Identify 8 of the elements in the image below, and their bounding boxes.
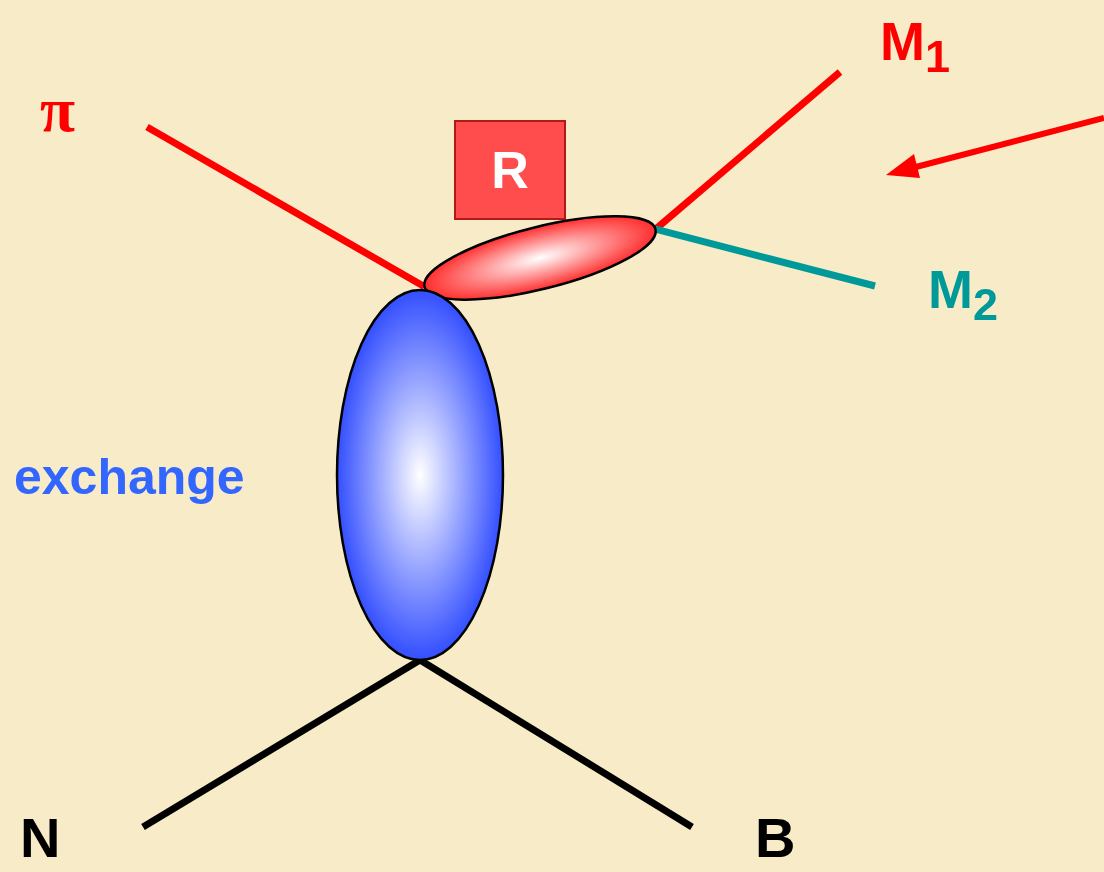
particle-label: π bbox=[40, 78, 76, 142]
resonance-label-box: R bbox=[454, 120, 566, 220]
particle-label: N bbox=[20, 810, 61, 866]
particle-line bbox=[654, 225, 876, 290]
exchange-label: exchange bbox=[14, 452, 245, 502]
particle-label: B bbox=[755, 810, 796, 866]
particle-label: M$_{1}$ bbox=[880, 14, 950, 79]
particle-label: M$_{2}$ bbox=[928, 262, 998, 327]
